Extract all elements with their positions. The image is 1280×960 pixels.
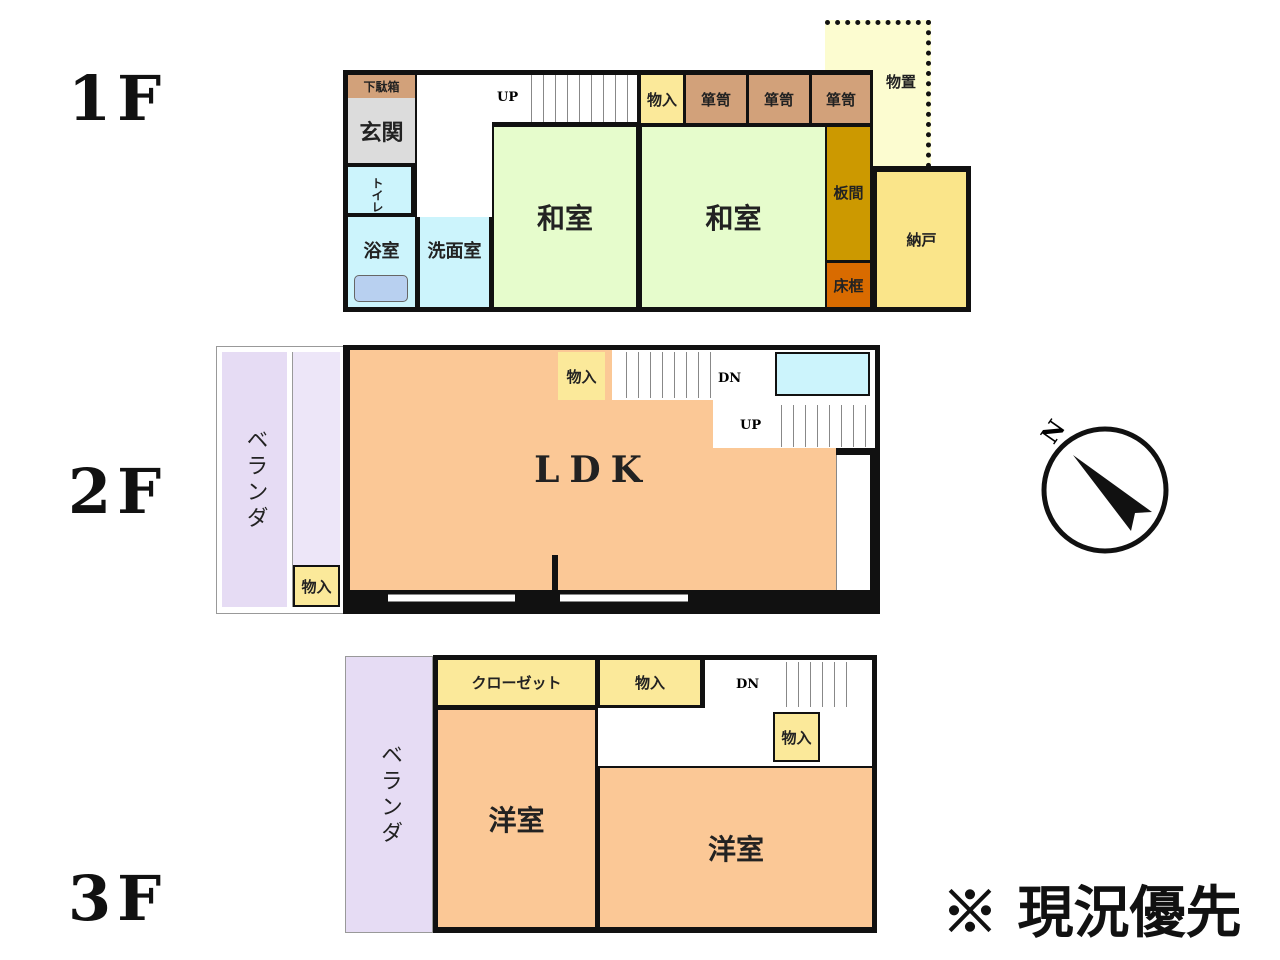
room-nando: 納戸: [877, 172, 966, 307]
kitchen-counter: [836, 455, 870, 590]
compass: N: [1035, 414, 1170, 555]
stairs-up-label: UP: [497, 90, 519, 105]
room-closet: クローゼット: [438, 660, 595, 705]
room-yoshitsu-1: 洋室: [438, 710, 595, 927]
toilet-2f: [775, 352, 870, 396]
room-monoire-veranda: 物入: [293, 565, 340, 607]
room-monoire-3f-2: 物入: [773, 712, 820, 762]
staircase-up: [770, 405, 870, 447]
room-itama: 板間: [827, 127, 870, 260]
note-current-condition: ※ 現況優先: [942, 880, 1242, 946]
floor-label-2f: 2F: [68, 455, 168, 528]
room-getabako: 下駄箱: [348, 75, 415, 98]
room-washitsu-2: 和室: [642, 127, 825, 307]
room-tansu-1: 箪笥: [686, 75, 746, 123]
room-monoire-2f: 物入: [558, 352, 605, 400]
room-monoire: 物入: [641, 75, 683, 123]
staircase: [520, 75, 637, 122]
room-senmen: 洗面室: [420, 217, 489, 307]
veranda-3f: ベランダ: [345, 656, 433, 933]
room-tansu-2: 箪笥: [749, 75, 809, 123]
floor-label-1f: 1F: [68, 62, 168, 135]
room-genkan: 玄関: [348, 98, 415, 163]
north-arrow-icon: [1041, 426, 1169, 554]
staircase-down: [775, 662, 850, 707]
stairs-dn-label: DN: [736, 677, 760, 692]
stairs-dn-label: DN: [718, 371, 742, 386]
room-monoire-3f-1: 物入: [600, 660, 700, 705]
floor-label-3f: 3F: [68, 862, 168, 935]
staircase-down: [615, 352, 715, 398]
room-washitsu-1: 和室: [494, 127, 636, 307]
room-tokogamachi: 床框: [827, 263, 870, 307]
bathtub-icon: [354, 275, 408, 302]
room-tansu-3: 箪笥: [812, 75, 870, 123]
veranda-2f: ベランダ: [222, 352, 287, 607]
room-toilet: トイレ: [348, 167, 411, 213]
stairs-up-label: UP: [740, 418, 762, 433]
room-yoshitsu-2: 洋室: [600, 768, 872, 927]
